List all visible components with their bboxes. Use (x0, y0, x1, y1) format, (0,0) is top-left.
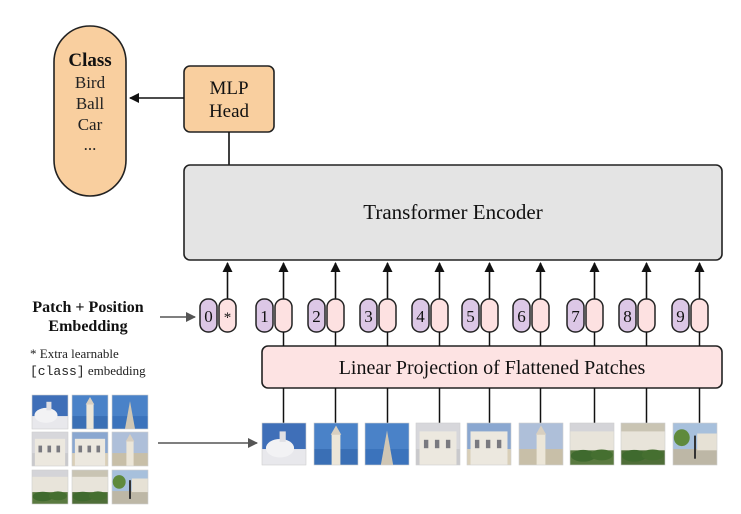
token-3: 3 (359, 298, 397, 333)
position-embedding-slot (359, 298, 378, 333)
flattened-patch-6 (518, 422, 564, 466)
patch-embedding-slot (690, 298, 709, 333)
extra-note-line2: [class] embedding (30, 363, 146, 379)
patch-embedding-slot (430, 298, 449, 333)
image-grid-patch-6 (111, 431, 149, 467)
patch-embedding-slot (274, 298, 293, 333)
embedding-label-line2: Embedding (48, 318, 127, 335)
token-0: 0* (199, 298, 237, 333)
token-8: 8 (618, 298, 656, 333)
embedding-label-line1: Patch + Position (32, 299, 143, 316)
position-embedding-slot (461, 298, 480, 333)
position-embedding-slot (512, 298, 531, 333)
position-index: 1 (260, 307, 269, 326)
patch-embedding-slot (531, 298, 550, 333)
class-item: ... (84, 135, 97, 154)
position-index: 5 (466, 307, 475, 326)
position-index: 6 (517, 307, 526, 326)
image-grid-patch-4 (31, 431, 69, 467)
flattened-patch-9 (672, 422, 718, 466)
extra-note-line1: * Extra learnable (30, 346, 119, 361)
image-grid-patch-5 (71, 431, 109, 467)
extra-note-line2-rest: embedding (85, 363, 147, 378)
position-index: 4 (416, 307, 425, 326)
image-grid-patch-2 (71, 394, 109, 430)
flattened-patch-1 (261, 422, 307, 466)
position-embedding-slot (566, 298, 585, 333)
token-7: 7 (566, 298, 604, 333)
position-index: 3 (364, 307, 373, 326)
flattened-patch-5 (466, 422, 512, 466)
position-index: 2 (312, 307, 321, 326)
position-embedding-slot (671, 298, 690, 333)
mlp-head-box: MLP Head (183, 65, 275, 133)
flattened-patch-3 (364, 422, 410, 466)
patch-embedding-slot (326, 298, 345, 333)
class-token-marker: * (224, 310, 232, 326)
class-item: Bird (75, 73, 106, 92)
position-index: 7 (571, 307, 580, 326)
flattened-patch-4 (415, 422, 461, 466)
transformer-encoder-label: Transformer Encoder (363, 200, 542, 224)
linear-projection-label: Linear Projection of Flattened Patches (339, 357, 646, 379)
flattened-patch-7 (569, 422, 615, 466)
image-grid-patch-7 (31, 469, 69, 505)
image-grid-patch-1 (31, 394, 69, 430)
image-grid-patch-8 (71, 469, 109, 505)
token-2: 2 (307, 298, 345, 333)
class-output-box: Class Bird Ball Car ... (53, 25, 127, 197)
mlp-head-label-line1: MLP (209, 78, 248, 99)
patch-embedding-slot (480, 298, 499, 333)
position-embedding-slot (411, 298, 430, 333)
patch-embedding-slot (637, 298, 656, 333)
position-embedding-slot (307, 298, 326, 333)
position-embedding-slot (618, 298, 637, 333)
token-5: 5 (461, 298, 499, 333)
patch-embedding-slot (378, 298, 397, 333)
image-grid-patch-3 (111, 394, 149, 430)
mlp-head-label-line2: Head (209, 101, 250, 122)
patch-embedding-slot (585, 298, 604, 333)
position-index: 9 (676, 307, 685, 326)
token-4: 4 (411, 298, 449, 333)
transformer-encoder-box: Transformer Encoder (183, 164, 723, 261)
class-token-code: [class] (30, 364, 85, 379)
linear-projection-box: Linear Projection of Flattened Patches (261, 345, 723, 389)
flattened-patch-8 (620, 422, 666, 466)
position-embedding-slot (199, 298, 218, 333)
flattened-patch-2 (313, 422, 359, 466)
patch-embedding-slot (218, 298, 237, 333)
token-6: 6 (512, 298, 550, 333)
image-grid-patch-9 (111, 469, 149, 505)
position-index: 0 (204, 307, 213, 326)
class-item: Ball (76, 94, 105, 113)
class-item: Car (78, 115, 103, 134)
position-index: 8 (623, 307, 632, 326)
token-9: 9 (671, 298, 709, 333)
position-embedding-slot (255, 298, 274, 333)
token-1: 1 (255, 298, 293, 333)
class-title: Class (68, 50, 111, 71)
